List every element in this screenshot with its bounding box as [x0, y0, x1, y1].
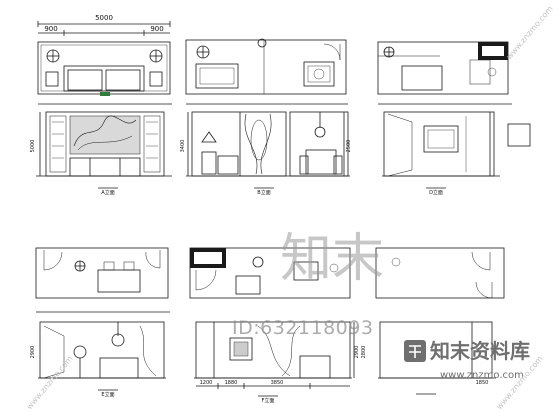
dim-bottom-1: 1200 — [200, 380, 213, 386]
dim-elev-b-height: 3400 — [180, 140, 186, 153]
dim-bottom-3: 3850 — [271, 380, 284, 386]
watermark-url: www.znzmo.com — [440, 370, 524, 381]
elevation-a — [36, 103, 172, 189]
plan-bedroom — [377, 41, 509, 95]
watermark-edge-bottom-left: www.znzmo.com — [25, 354, 75, 411]
dim-elev-a-height: 5000 — [30, 140, 36, 153]
elevation-d — [378, 103, 531, 189]
dim-elev-f-height-2: 2800 — [361, 346, 367, 359]
watermark-id: ID:632118093 — [232, 317, 373, 339]
dim-elev-c-height: 2500 — [346, 140, 352, 153]
plan-living-room — [37, 21, 171, 96]
watermark-logo-text: 知末 — [280, 229, 384, 289]
watermark-logo-icon — [404, 340, 426, 362]
dim-bottom-4: 1850 — [476, 380, 489, 386]
elevation-f — [194, 321, 355, 397]
caption-elevation-f: F立面 — [262, 397, 275, 404]
plan-bedroom-2 — [375, 247, 505, 299]
dim-elev-f-height-1: 2900 — [354, 346, 360, 359]
elevation-c — [288, 111, 350, 177]
caption-elevation-d: D立面 — [429, 189, 443, 196]
watermark-brand: 知末资料库 — [430, 339, 530, 363]
plan-study-room — [189, 247, 351, 299]
caption-elevation-b: B立面 — [257, 189, 270, 196]
plan-dining-area — [185, 38, 347, 95]
caption-elevation-e: E立面 — [101, 391, 114, 398]
dim-elev-e-height: 2900 — [30, 346, 36, 359]
watermark-edge-top-right: www.znzmo.com — [505, 4, 555, 61]
dim-bottom-2: 1880 — [225, 380, 238, 386]
elevation-right — [378, 321, 496, 395]
dim-right: 900 — [150, 25, 163, 33]
dim-overall: 5000 — [95, 14, 113, 22]
caption-elevation-a: A立面 — [101, 189, 114, 196]
elevation-b — [186, 103, 348, 189]
dim-left: 900 — [44, 25, 57, 33]
elevation-e — [36, 311, 170, 391]
plan-dining-room-2 — [35, 247, 169, 299]
